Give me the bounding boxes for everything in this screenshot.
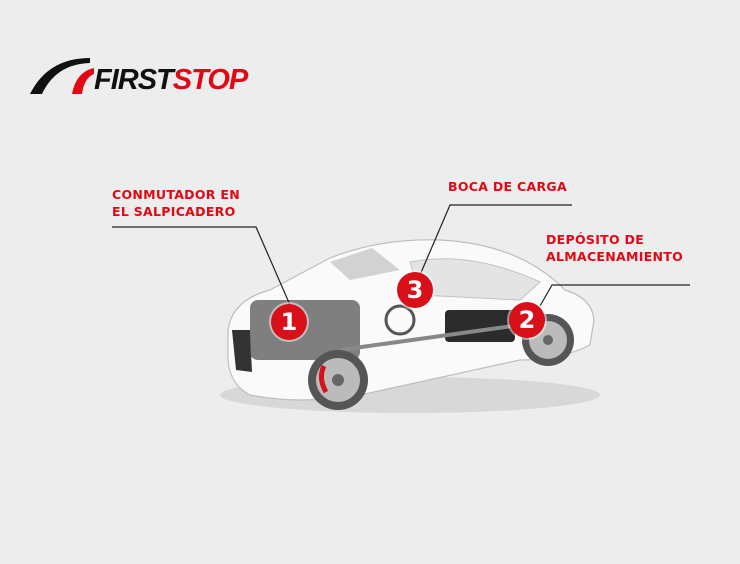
firststop-logo: FIRSTSTOP (28, 54, 268, 100)
logo-wordmark: FIRSTSTOP (94, 64, 248, 96)
callout-label-3: BOCA DE CARGA (448, 178, 567, 195)
label-line: CONMUTADOR EN (112, 187, 240, 202)
leader-line-2 (539, 284, 690, 307)
label-line: EL SALPICADERO (112, 204, 236, 219)
leader-line-3 (419, 204, 572, 276)
callout-badge-3: 3 (397, 272, 433, 308)
callout-label-2: DEPÓSITO DE ALMACENAMIENTO (546, 231, 683, 265)
tyre-arc-icon (30, 58, 94, 94)
callout-badge-1: 1 (271, 304, 307, 340)
label-line: ALMACENAMIENTO (546, 249, 684, 264)
label-line: DEPÓSITO DE (546, 232, 645, 247)
label-line: BOCA DE CARGA (448, 179, 567, 194)
callout-badge-2: 2 (509, 302, 545, 338)
car-illustration (220, 239, 600, 413)
callout-label-1: CONMUTADOR EN EL SALPICADERO (112, 186, 240, 220)
leader-line-1 (112, 226, 291, 306)
leader-lines (112, 204, 690, 307)
